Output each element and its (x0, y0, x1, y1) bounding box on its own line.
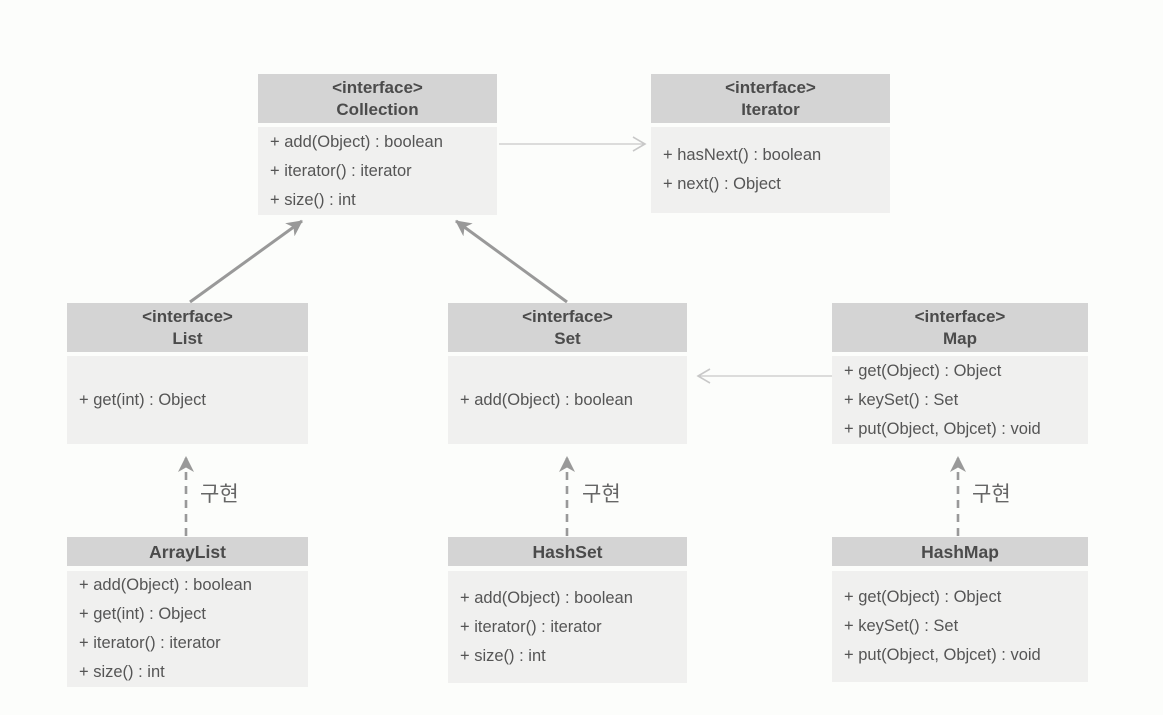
class-name: Collection (336, 99, 419, 119)
method-line: + get(int) : Object (79, 390, 207, 409)
class-name: HashMap (921, 541, 999, 562)
class-header: <interface> Set (448, 303, 687, 352)
stereotype-label: <interface> (725, 77, 816, 97)
class-box-set: <interface> Set + add(Object) : boolean (448, 303, 687, 444)
method-line: + get(int) : Object (79, 605, 207, 623)
realization-label-hashset: 구현 (582, 483, 621, 506)
arrow-list-extends-collection (189, 219, 303, 304)
method-line: + next() : Object (663, 175, 781, 193)
method-line: + add(Object) : boolean (79, 576, 252, 594)
class-header: <interface> List (67, 303, 308, 352)
class-header: ArrayList (67, 537, 308, 566)
class-methods: + add(Object) : boolean + get(int) : Obj… (67, 571, 308, 687)
class-methods: + add(Object) : boolean (448, 356, 687, 444)
class-box-list: <interface> List + get(int) : Object (67, 303, 308, 444)
class-methods: + add(Object) : boolean + iterator() : i… (258, 127, 497, 215)
method-line: + get(Object) : Object (844, 361, 1002, 380)
method-line: + put(Object, Objcet) : void (844, 419, 1041, 438)
method-line: + add(Object) : boolean (460, 588, 633, 607)
class-box-hashmap: HashMap + get(Object) : Object + keySet(… (832, 537, 1088, 682)
class-methods: + add(Object) : boolean + iterator() : i… (448, 571, 687, 683)
stereotype-label: <interface> (332, 77, 423, 97)
class-methods: + get(int) : Object (67, 356, 308, 444)
class-header: HashSet (448, 537, 687, 566)
class-methods: + get(Object) : Object + keySet() : Set … (832, 356, 1088, 444)
method-line: + size() : int (270, 190, 356, 209)
class-header: <interface> Iterator (651, 74, 890, 123)
class-box-iterator: <interface> Iterator + hasNext() : boole… (651, 74, 890, 213)
class-name: Set (554, 328, 581, 348)
class-box-map: <interface> Map + get(Object) : Object +… (832, 303, 1088, 444)
method-line: + iterator() : iterator (79, 634, 221, 652)
class-methods: + hasNext() : boolean + next() : Object (651, 127, 890, 213)
class-header: <interface> Map (832, 303, 1088, 352)
realization-label-hashmap: 구현 (972, 483, 1011, 506)
class-name: List (172, 328, 203, 348)
class-methods: + get(Object) : Object + keySet() : Set … (832, 571, 1088, 682)
method-line: + keySet() : Set (844, 617, 959, 635)
class-name: ArrayList (149, 541, 226, 562)
class-name: Iterator (741, 99, 800, 119)
class-name: HashSet (532, 541, 603, 562)
method-line: + get(Object) : Object (844, 588, 1002, 606)
class-header: HashMap (832, 537, 1088, 566)
class-box-collection: <interface> Collection + add(Object) : b… (258, 74, 497, 215)
method-line: + hasNext() : boolean (663, 146, 822, 164)
class-box-hashset: HashSet + add(Object) : boolean + iterat… (448, 537, 687, 683)
method-line: + put(Object, Objcet) : void (844, 646, 1041, 664)
stereotype-label: <interface> (914, 306, 1006, 326)
realization-label-arraylist: 구현 (200, 483, 239, 506)
method-line: + iterator() : iterator (460, 617, 602, 636)
method-line: + size() : int (460, 646, 546, 665)
method-line: + size() : int (79, 663, 165, 681)
arrow-set-extends-collection (455, 219, 568, 304)
stereotype-label: <interface> (522, 306, 613, 326)
method-line: + keySet() : Set (844, 390, 959, 409)
method-line: + add(Object) : boolean (270, 132, 443, 151)
method-line: + add(Object) : boolean (460, 390, 633, 409)
method-line: + iterator() : iterator (270, 161, 412, 180)
class-name: Map (943, 328, 977, 348)
class-header: <interface> Collection (258, 74, 497, 123)
stereotype-label: <interface> (142, 306, 233, 326)
class-box-arraylist: ArrayList + add(Object) : boolean + get(… (67, 537, 308, 687)
